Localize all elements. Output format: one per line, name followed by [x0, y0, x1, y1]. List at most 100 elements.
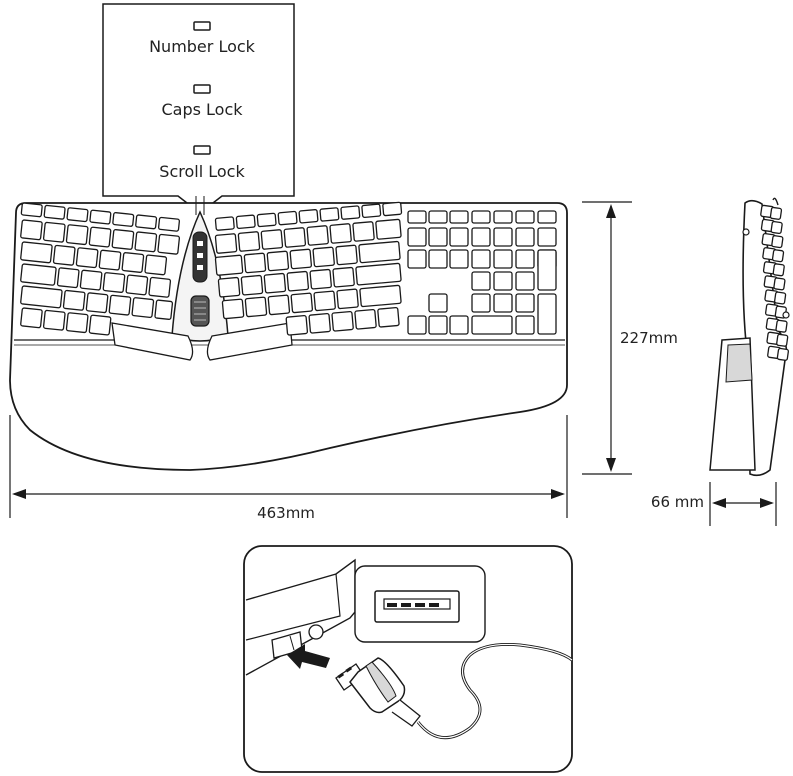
key	[63, 290, 85, 310]
key	[21, 264, 57, 285]
key	[268, 295, 289, 315]
key	[353, 222, 374, 242]
key	[99, 250, 121, 270]
key	[112, 229, 134, 249]
key	[90, 210, 111, 224]
depth-dimension: 227mm	[582, 202, 678, 474]
key	[776, 320, 787, 332]
key	[472, 272, 490, 290]
key	[429, 250, 447, 268]
key	[155, 300, 173, 320]
key	[771, 221, 782, 233]
key	[494, 211, 512, 223]
key	[109, 295, 131, 315]
key	[89, 227, 111, 247]
key	[774, 292, 785, 304]
key	[772, 250, 783, 262]
key	[313, 247, 334, 267]
key	[450, 316, 468, 334]
key	[215, 217, 234, 231]
key	[472, 211, 490, 223]
key	[360, 285, 401, 306]
indicator-callout: Number Lock Caps Lock Scroll Lock	[103, 4, 294, 213]
key	[355, 309, 376, 329]
key	[494, 250, 512, 268]
key	[149, 277, 171, 297]
key	[284, 228, 305, 248]
key	[429, 228, 447, 246]
depth-label: 227mm	[620, 329, 678, 347]
caps-lock-label: Caps Lock	[161, 100, 243, 119]
key	[236, 215, 255, 229]
key	[450, 211, 468, 223]
key	[516, 272, 534, 290]
height-dimension: 66 mm	[651, 482, 776, 526]
key	[244, 253, 265, 273]
key	[290, 249, 311, 269]
key	[86, 293, 108, 313]
key	[770, 207, 781, 219]
key	[450, 250, 468, 268]
key	[267, 251, 288, 271]
key	[494, 294, 512, 312]
key	[43, 222, 65, 242]
key	[332, 311, 353, 331]
number-lock-led-icon	[194, 22, 210, 30]
key	[314, 291, 335, 311]
key	[287, 271, 308, 291]
key	[66, 225, 88, 245]
key	[222, 299, 243, 319]
scroll-lock-led-icon	[194, 146, 210, 154]
key	[218, 277, 239, 297]
key	[538, 294, 556, 334]
scroll-wheel	[191, 296, 209, 326]
key	[333, 267, 354, 287]
key	[67, 208, 88, 222]
key	[245, 297, 266, 317]
key	[136, 215, 157, 229]
height-label: 66 mm	[651, 493, 704, 511]
key	[516, 294, 534, 312]
key	[376, 219, 401, 239]
key	[215, 255, 242, 275]
key	[356, 263, 401, 285]
key	[450, 228, 468, 246]
key	[307, 226, 328, 246]
key	[43, 310, 65, 330]
caps-lock-led-icon	[194, 85, 210, 93]
key	[383, 202, 402, 216]
key	[89, 315, 111, 335]
key	[113, 212, 134, 226]
key	[774, 278, 785, 290]
key	[516, 250, 534, 268]
key	[772, 235, 783, 247]
key	[135, 232, 157, 252]
key	[21, 220, 43, 240]
key	[21, 308, 43, 328]
key	[158, 217, 179, 231]
key	[132, 298, 154, 318]
key	[408, 316, 426, 334]
key	[53, 245, 75, 265]
key	[472, 316, 512, 334]
key	[472, 250, 490, 268]
key	[309, 313, 330, 333]
key	[777, 348, 788, 360]
key	[264, 273, 285, 293]
key	[57, 268, 79, 288]
key	[286, 315, 307, 335]
key	[362, 204, 381, 218]
key	[472, 294, 490, 312]
key	[21, 203, 42, 217]
key	[378, 307, 399, 327]
scroll-lock-label: Scroll Lock	[159, 162, 245, 181]
key	[291, 293, 312, 313]
key	[773, 264, 784, 276]
key	[359, 241, 400, 262]
key	[278, 211, 297, 225]
key	[516, 228, 534, 246]
key	[408, 211, 426, 223]
key	[538, 250, 556, 290]
key	[429, 211, 447, 223]
width-label: 463mm	[257, 504, 315, 522]
